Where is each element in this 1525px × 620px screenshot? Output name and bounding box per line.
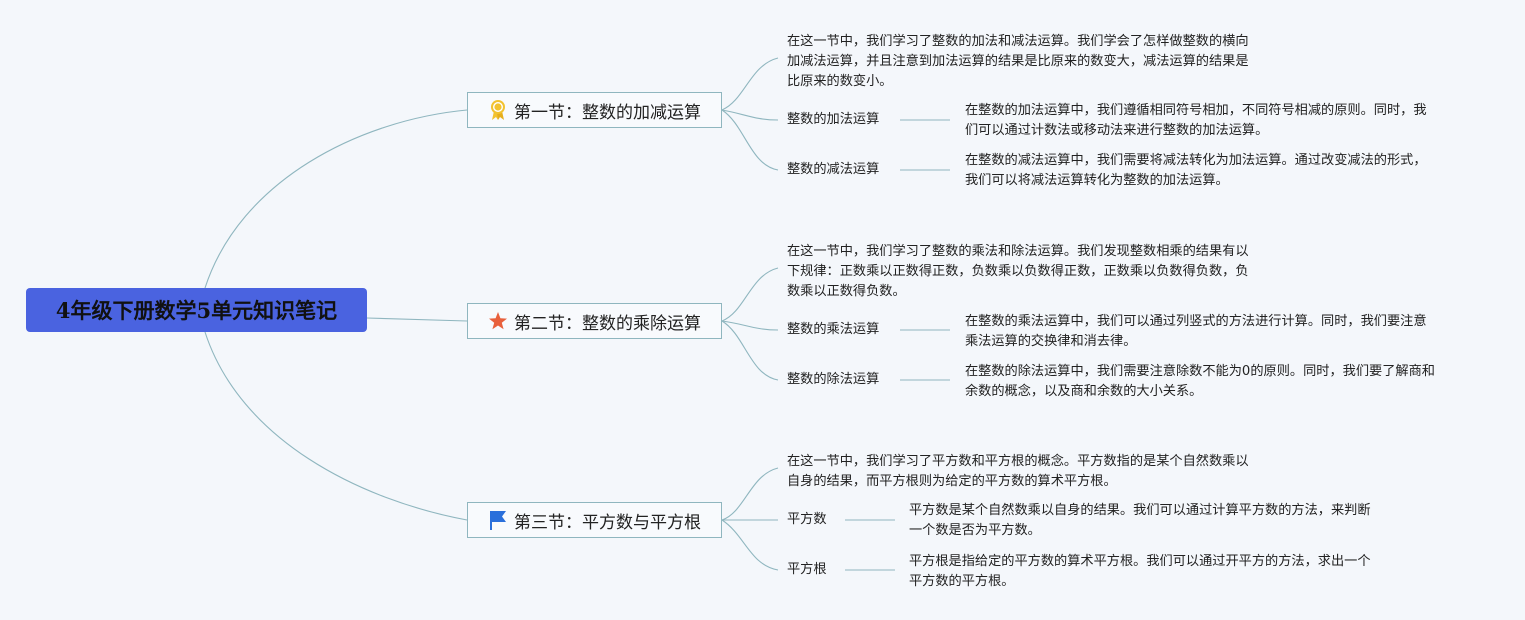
award-ribbon-icon <box>488 99 508 121</box>
detail-line: 平方根是指给定的平方数的算术平方根。我们可以通过开平方的方法，求出一个 <box>909 554 1371 569</box>
summary-line: 数乘以正数得负数。 <box>787 284 906 299</box>
section-title: 第二节：整数的乘除运算 <box>514 313 701 334</box>
topic-node[interactable]: 整数的减法运算 <box>787 160 879 180</box>
detail-line: 在整数的减法运算中，我们需要将减法转化为加法运算。通过改变减法的形式， <box>965 153 1427 168</box>
topic-label: 整数的乘法运算 <box>787 322 880 337</box>
detail-line: 平方数是某个自然数乘以自身的结果。我们可以通过计算平方数的方法，来判断 <box>909 503 1371 518</box>
topic-detail: 在整数的除法运算中，我们需要注意除数不能为0的原则。同时，我们要了解商和 余数的… <box>965 362 1435 402</box>
section-summary-1: 在这一节中，我们学习了整数的加法和减法运算。我们学会了怎样做整数的横向 加减法运… <box>787 32 1249 92</box>
section-node-3[interactable]: 第三节：平方数与平方根 <box>467 502 722 538</box>
topic-node[interactable]: 整数的除法运算 <box>787 370 879 390</box>
topic-node[interactable]: 整数的加法运算 <box>787 110 879 130</box>
flag-icon <box>488 509 508 531</box>
detail-line: 们可以通过计数法或移动法来进行整数的加法运算。 <box>965 123 1269 138</box>
topic-label: 整数的除法运算 <box>787 372 880 387</box>
topic-label: 平方数 <box>787 512 827 527</box>
topic-node[interactable]: 平方数 <box>787 510 827 530</box>
root-title: 4年级下册数学5单元知识笔记 <box>55 298 338 323</box>
detail-line: 在整数的乘法运算中，我们可以通过列竖式的方法进行计算。同时，我们要注意 <box>965 314 1427 329</box>
detail-line: 我们可以将减法运算转化为整数的加法运算。 <box>965 173 1229 188</box>
detail-line: 余数的概念，以及商和余数的大小关系。 <box>965 384 1203 399</box>
summary-line: 加减法运算，并且注意到加法运算的结果是比原来的数变大，减法运算的结果是 <box>787 54 1249 69</box>
section-summary-2: 在这一节中，我们学习了整数的乘法和除法运算。我们发现整数相乘的结果有以 下规律：… <box>787 242 1249 302</box>
star-icon <box>488 310 508 332</box>
topic-node[interactable]: 平方根 <box>787 560 827 580</box>
section-node-2[interactable]: 第二节：整数的乘除运算 <box>467 303 722 339</box>
topic-label: 平方根 <box>787 562 827 577</box>
summary-line: 比原来的数变小。 <box>787 74 893 89</box>
topic-node[interactable]: 整数的乘法运算 <box>787 320 879 340</box>
summary-line: 自身的结果，而平方根则为给定的平方数的算术平方根。 <box>787 474 1117 489</box>
summary-line: 在这一节中，我们学习了整数的加法和减法运算。我们学会了怎样做整数的横向 <box>787 34 1249 49</box>
section-title: 第三节：平方数与平方根 <box>514 512 701 533</box>
detail-line: 平方数的平方根。 <box>909 574 1015 589</box>
topic-detail: 在整数的减法运算中，我们需要将减法转化为加法运算。通过改变减法的形式， 我们可以… <box>965 151 1427 191</box>
topic-detail: 平方根是指给定的平方数的算术平方根。我们可以通过开平方的方法，求出一个 平方数的… <box>909 552 1371 592</box>
topic-detail: 平方数是某个自然数乘以自身的结果。我们可以通过计算平方数的方法，来判断 一个数是… <box>909 501 1371 541</box>
summary-line: 在这一节中，我们学习了整数的乘法和除法运算。我们发现整数相乘的结果有以 <box>787 244 1249 259</box>
detail-line: 乘法运算的交换律和消去律。 <box>965 334 1137 349</box>
topic-label: 整数的减法运算 <box>787 162 880 177</box>
root-node[interactable]: 4年级下册数学5单元知识笔记 <box>26 288 367 332</box>
summary-line: 下规律：正数乘以正数得正数，负数乘以负数得正数，正数乘以负数得负数，负 <box>787 264 1249 279</box>
section-summary-3: 在这一节中，我们学习了平方数和平方根的概念。平方数指的是某个自然数乘以 自身的结… <box>787 452 1249 492</box>
section-title: 第一节：整数的加减运算 <box>514 102 701 123</box>
section-node-1[interactable]: 第一节：整数的加减运算 <box>467 92 722 128</box>
topic-detail: 在整数的加法运算中，我们遵循相同符号相加，不同符号相减的原则。同时，我 们可以通… <box>965 101 1427 141</box>
topic-label: 整数的加法运算 <box>787 112 880 127</box>
detail-line: 在整数的加法运算中，我们遵循相同符号相加，不同符号相减的原则。同时，我 <box>965 103 1427 118</box>
detail-line: 一个数是否为平方数。 <box>909 523 1041 538</box>
topic-detail: 在整数的乘法运算中，我们可以通过列竖式的方法进行计算。同时，我们要注意 乘法运算… <box>965 312 1427 352</box>
detail-line: 在整数的除法运算中，我们需要注意除数不能为0的原则。同时，我们要了解商和 <box>965 364 1435 379</box>
summary-line: 在这一节中，我们学习了平方数和平方根的概念。平方数指的是某个自然数乘以 <box>787 454 1249 469</box>
